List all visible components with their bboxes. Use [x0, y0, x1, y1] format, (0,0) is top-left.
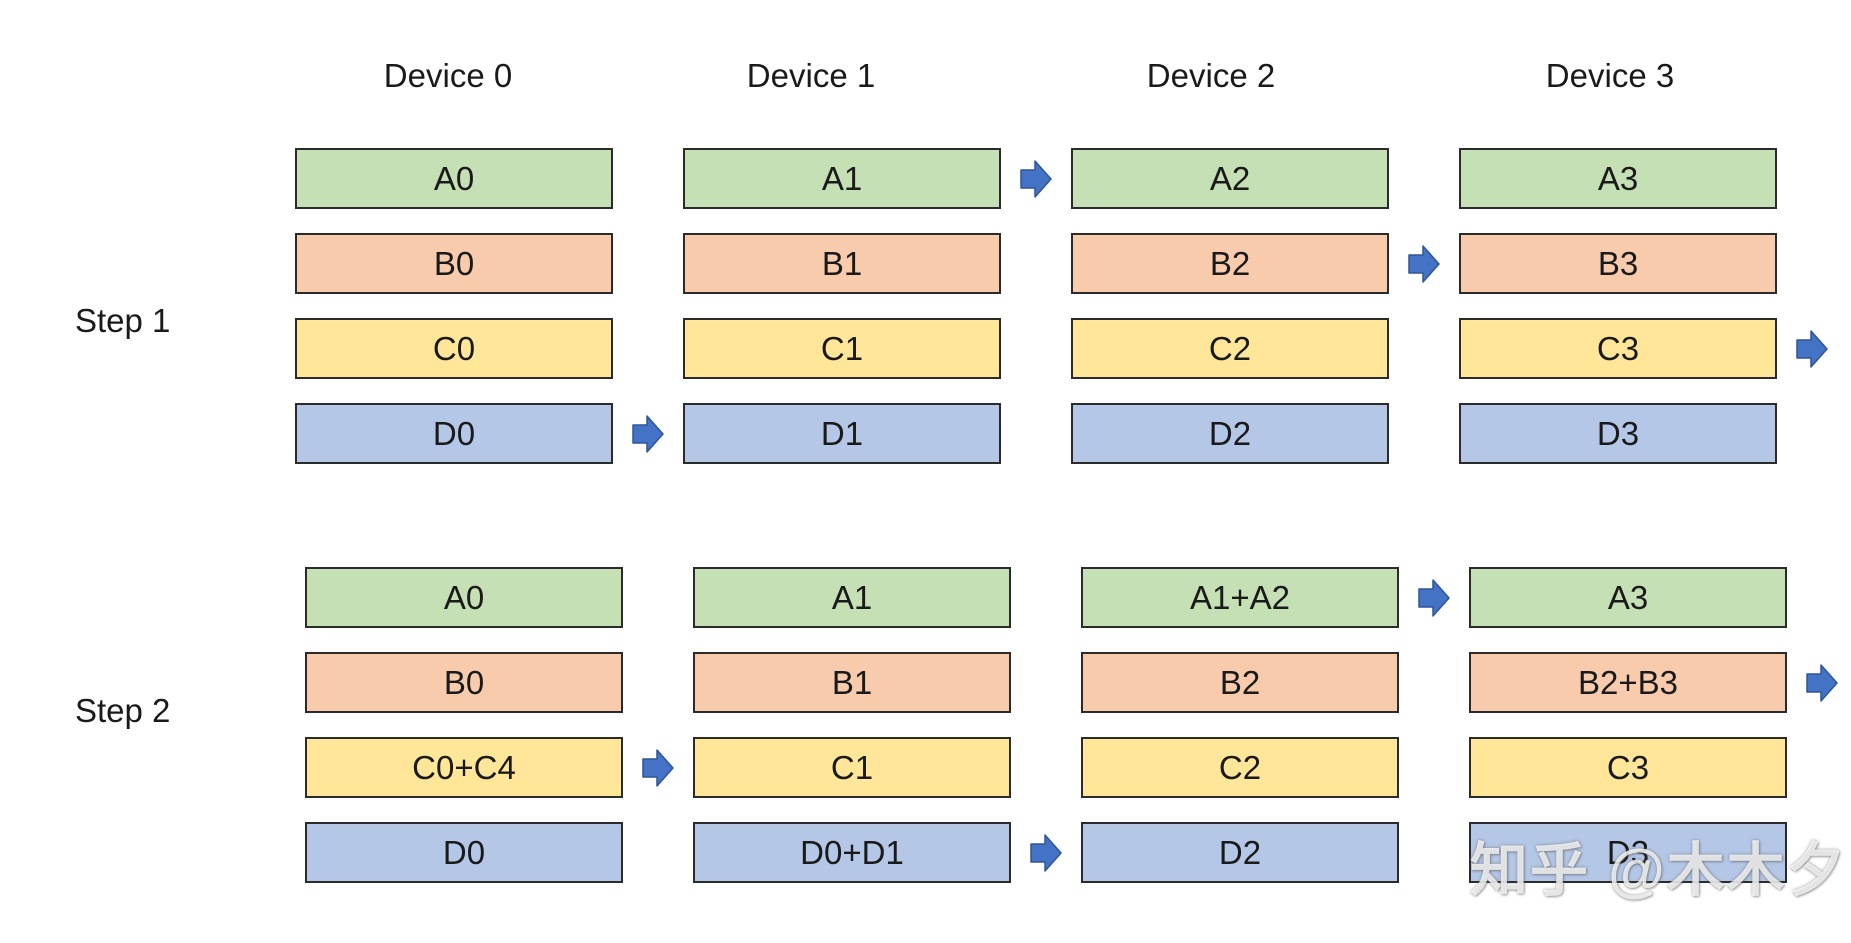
step2-cell-b-device1: B1: [693, 652, 1011, 713]
step2-cell-a-device0: A0: [305, 567, 623, 628]
step2-cell-c-device0: C0+C4: [305, 737, 623, 798]
step1-arrow-icon-a: [1020, 159, 1052, 199]
step2-cell-d-device2: D2: [1081, 822, 1399, 883]
step2-cell-d-device3: D3: [1469, 822, 1787, 883]
step2-cell-a-device2: A1+A2: [1081, 567, 1399, 628]
step-label-2: Step 2: [75, 692, 171, 729]
step1-cell-b-device0: B0: [295, 233, 613, 294]
step1-cell-c-device0: C0: [295, 318, 613, 379]
step2-arrow-icon-a: [1418, 578, 1450, 618]
step1-cell-d-device1: D1: [683, 403, 1001, 464]
step1-cell-a-device3: A3: [1459, 148, 1777, 209]
step1-arrow-icon-d: [632, 414, 664, 454]
step2-arrow-icon-b: [1806, 663, 1838, 703]
device-header-1: Device 1: [746, 57, 876, 94]
step2-cell-a-device3: A3: [1469, 567, 1787, 628]
device-header-3: Device 3: [1545, 57, 1675, 94]
step2-arrow-icon-c: [642, 748, 674, 788]
step1-cell-b-device2: B2: [1071, 233, 1389, 294]
step2-cell-b-device2: B2: [1081, 652, 1399, 713]
step2-cell-b-device0: B0: [305, 652, 623, 713]
step2-cell-d-device1: D0+D1: [693, 822, 1011, 883]
step1-cell-a-device1: A1: [683, 148, 1001, 209]
step1-cell-a-device0: A0: [295, 148, 613, 209]
step1-arrow-icon-c: [1796, 329, 1828, 369]
watermark: 知乎 @木木夕: [1470, 838, 1847, 903]
device-header-2: Device 2: [1146, 57, 1276, 94]
step2-cell-a-device1: A1: [693, 567, 1011, 628]
step1-cell-d-device2: D2: [1071, 403, 1389, 464]
step2-cell-d-device0: D0: [305, 822, 623, 883]
step1-cell-d-device3: D3: [1459, 403, 1777, 464]
step1-arrow-icon-b: [1408, 244, 1440, 284]
step1-cell-b-device1: B1: [683, 233, 1001, 294]
step2-cell-c-device1: C1: [693, 737, 1011, 798]
step2-cell-c-device2: C2: [1081, 737, 1399, 798]
device-header-0: Device 0: [383, 57, 513, 94]
step2-arrow-icon-d: [1030, 833, 1062, 873]
step1-cell-a-device2: A2: [1071, 148, 1389, 209]
step1-cell-c-device1: C1: [683, 318, 1001, 379]
step2-cell-b-device3: B2+B3: [1469, 652, 1787, 713]
step1-cell-c-device2: C2: [1071, 318, 1389, 379]
step1-cell-c-device3: C3: [1459, 318, 1777, 379]
step1-cell-b-device3: B3: [1459, 233, 1777, 294]
step2-cell-c-device3: C3: [1469, 737, 1787, 798]
step1-cell-d-device0: D0: [295, 403, 613, 464]
step-label-1: Step 1: [75, 302, 171, 339]
